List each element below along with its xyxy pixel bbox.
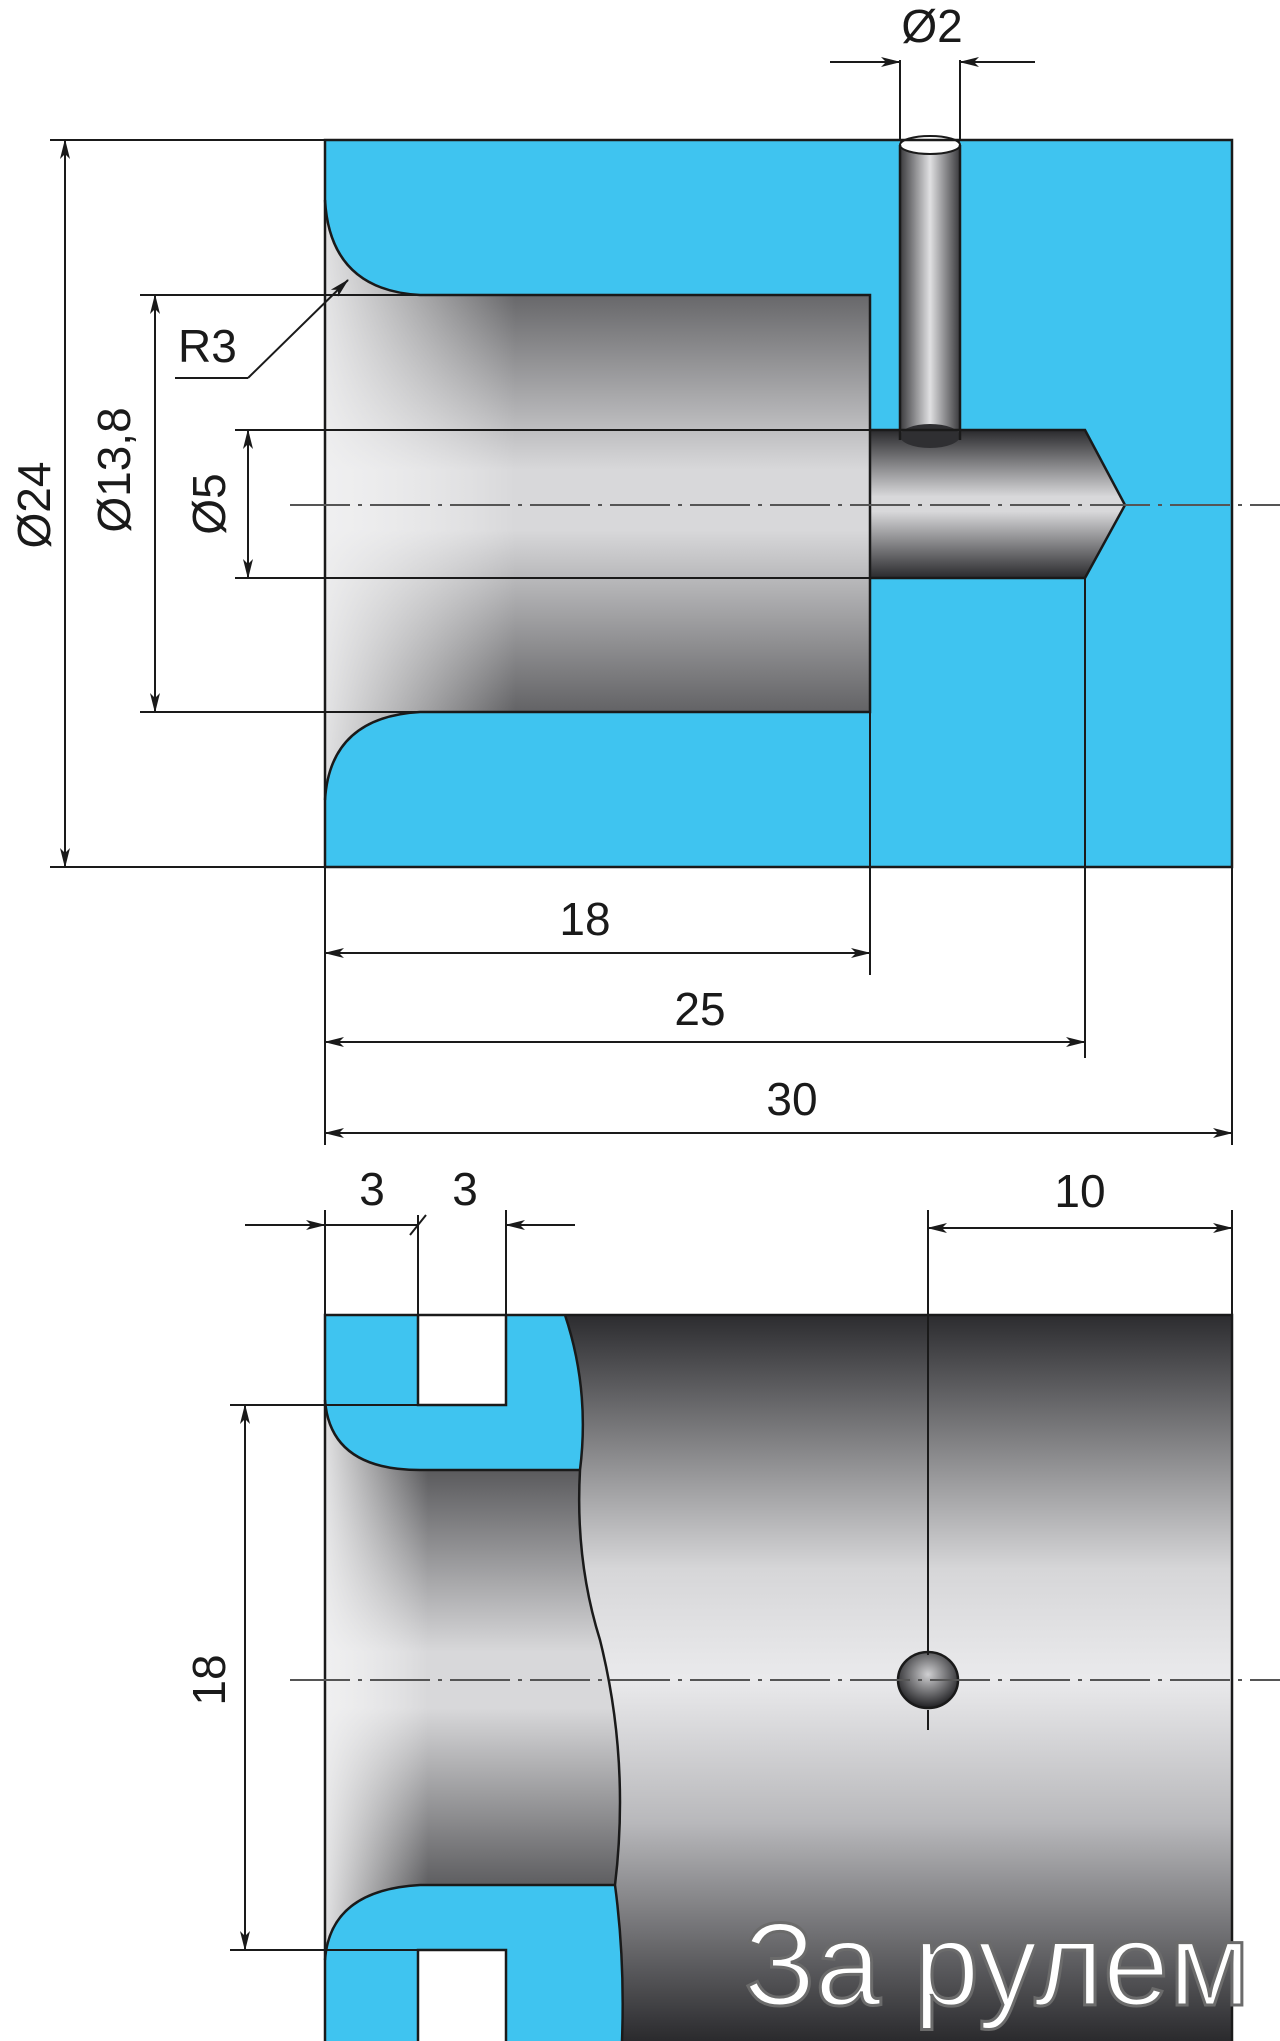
- dim-bore-length: 18: [559, 893, 610, 945]
- small-cross-hole: [900, 140, 960, 440]
- publisher-watermark: За рулем: [744, 1899, 1250, 2031]
- bottom-dimensions: 3 3 10 18: [183, 1163, 1233, 1951]
- dim-center-diameter: Ø5: [183, 473, 235, 534]
- dim-hole-offset: 10: [1054, 1165, 1105, 1217]
- top-dimensions: Ø2 Ø24 Ø13,8 Ø5 R3 18 25 30: [8, 0, 1233, 1145]
- break-line: [563, 1314, 624, 2041]
- dim-small-hole: Ø2: [901, 0, 962, 52]
- dim-hole-length: 25: [674, 983, 725, 1035]
- bottom-view: [290, 1310, 1280, 2041]
- dim-radius: R3: [178, 320, 237, 372]
- dim-slot-b: 3: [452, 1163, 478, 1215]
- dim-bore-height: 18: [183, 1654, 235, 1705]
- upper-slot: [418, 1310, 506, 1405]
- top-section-view: [290, 135, 1280, 869]
- dim-total-length: 30: [766, 1073, 817, 1125]
- dim-outer-diameter: Ø24: [8, 462, 60, 549]
- center-hole: [870, 430, 1125, 578]
- lower-slot: [418, 1950, 506, 2041]
- dim-bore-diameter: Ø13,8: [88, 407, 140, 532]
- dim-slot-a: 3: [359, 1163, 385, 1215]
